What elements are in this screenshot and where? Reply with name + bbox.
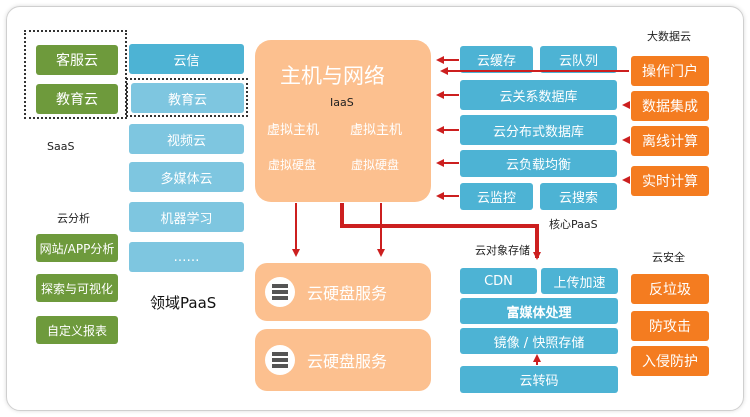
domain-item-edu: 教育云: [131, 83, 244, 113]
disk-service-1: 云硬盘服务: [255, 263, 431, 321]
domain-paas-title: 领域PaaS: [150, 294, 217, 312]
security-title: 云安全: [652, 251, 685, 264]
security-antiattack: 防攻击: [631, 311, 709, 341]
domain-item-video: 视频云: [129, 124, 244, 154]
disk-service-label: 云硬盘服务: [307, 352, 388, 371]
domain-item-yunxin: 云信: [129, 44, 244, 74]
bigdata-title: 大数据云: [647, 30, 691, 43]
core-queue: 云队列: [540, 46, 617, 73]
iaas-host-network: [255, 40, 431, 202]
security-intrusion: 入侵防护: [631, 346, 709, 376]
storage-transcode: 云转码: [460, 366, 618, 393]
core-load-balancer: 云负载均衡: [460, 150, 617, 177]
iaas-disk-2: 虚拟硬盘: [351, 158, 400, 172]
bigdata-portal: 操作门户: [631, 56, 709, 86]
storage-cdn: CDN: [460, 268, 537, 294]
iaas-disk-1: 虚拟硬盘: [268, 158, 317, 172]
core-distributed-db: 云分布式数据库: [460, 115, 617, 145]
storage-upload: 上传加速: [541, 268, 618, 294]
saas-title: SaaS: [47, 140, 75, 153]
disk-service-label: 云硬盘服务: [307, 284, 388, 303]
saas-item-kefu: 客服云: [36, 45, 118, 75]
arrow-iaas-to-storage: [340, 203, 541, 260]
domain-edu-dotted-highlight: [126, 78, 248, 117]
saas-item-edu: 教育云: [36, 84, 118, 114]
domain-item-multimedia: 多媒体云: [129, 162, 244, 192]
saas-dotted-group: [24, 30, 127, 119]
storage-mirror: 镜像 / 快照存储: [460, 328, 618, 354]
security-antispam: 反垃圾: [631, 274, 709, 304]
disk-service-2: 云硬盘服务: [255, 329, 431, 391]
domain-item-more: ……: [129, 242, 244, 272]
domain-item-ml: 机器学习: [129, 202, 244, 232]
core-monitor: 云监控: [460, 183, 533, 210]
disk-server-icon: [265, 345, 295, 375]
storage-media: 富媒体处理: [460, 298, 618, 324]
storage-title: 云对象存储: [475, 244, 530, 257]
iaas-label: IaaS: [330, 96, 354, 109]
analytics-item-explore: 探索与可视化: [36, 274, 118, 302]
core-cache: 云缓存: [460, 46, 533, 73]
bigdata-offline: 离线计算: [631, 126, 709, 156]
iaas-vm-2: 虚拟主机: [350, 123, 403, 138]
bigdata-integration: 数据集成: [631, 91, 709, 121]
analytics-title: 云分析: [57, 212, 90, 225]
disk-server-icon: [265, 277, 295, 307]
analytics-item-web: 网站/APP分析: [36, 234, 118, 262]
iaas-vm-1: 虚拟主机: [267, 123, 320, 138]
core-search: 云搜索: [540, 183, 617, 210]
core-rdb: 云关系数据库: [460, 80, 617, 110]
core-paas-title: 核心PaaS: [549, 218, 598, 231]
diagram-frame: [6, 6, 744, 411]
iaas-heading: 主机与网络: [280, 64, 385, 88]
analytics-item-report: 自定义报表: [36, 316, 118, 344]
bigdata-realtime: 实时计算: [631, 166, 709, 196]
